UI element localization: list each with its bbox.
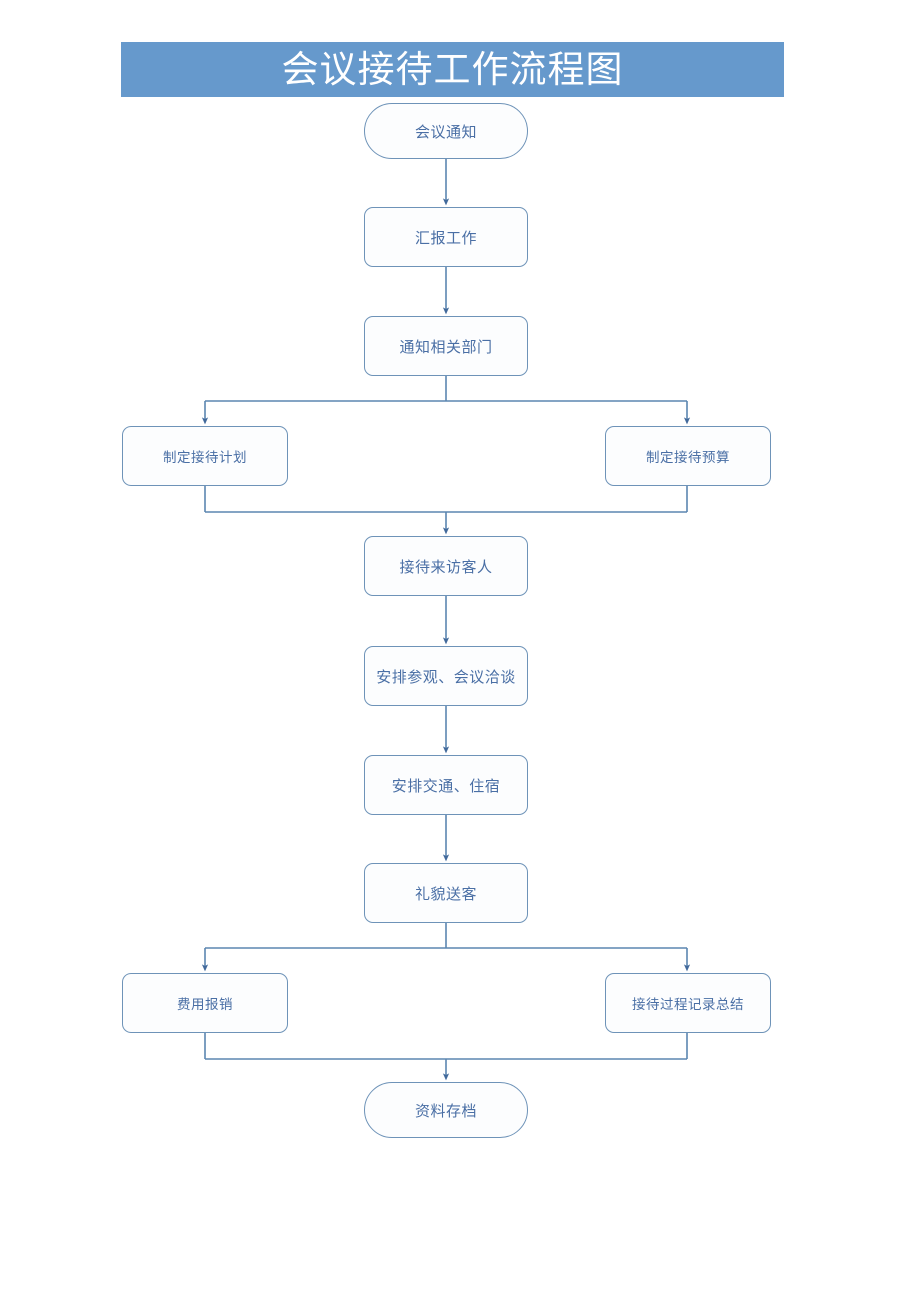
node-arrange-transport-lodging[interactable]: 安排交通、住宿 bbox=[364, 755, 528, 815]
node-reception-plan[interactable]: 制定接待计划 bbox=[122, 426, 288, 486]
page-title: 会议接待工作流程图 bbox=[281, 49, 624, 90]
node-reception-record-summary[interactable]: 接待过程记录总结 bbox=[605, 973, 771, 1033]
node-meeting-notice[interactable]: 会议通知 bbox=[364, 103, 528, 159]
node-expense-reimbursement[interactable]: 费用报销 bbox=[122, 973, 288, 1033]
node-notify-departments[interactable]: 通知相关部门 bbox=[364, 316, 528, 376]
node-reception-budget[interactable]: 制定接待预算 bbox=[605, 426, 771, 486]
title-banner: 会议接待工作流程图 bbox=[121, 42, 784, 97]
node-archive-materials[interactable]: 资料存档 bbox=[364, 1082, 528, 1138]
node-arrange-tour-meeting[interactable]: 安排参观、会议洽谈 bbox=[364, 646, 528, 706]
node-see-off-guests[interactable]: 礼貌送客 bbox=[364, 863, 528, 923]
node-receive-guests[interactable]: 接待来访客人 bbox=[364, 536, 528, 596]
node-report-work[interactable]: 汇报工作 bbox=[364, 207, 528, 267]
